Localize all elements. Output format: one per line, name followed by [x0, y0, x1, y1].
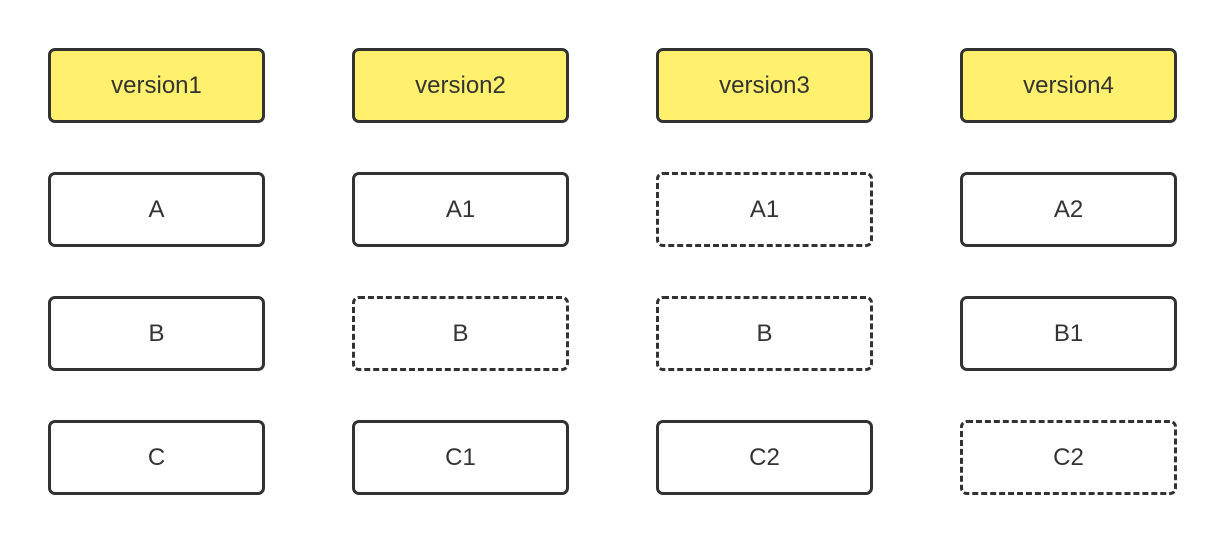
version-header-box: version4 [960, 48, 1177, 123]
component-box-unchanged: B [352, 296, 569, 371]
version-header-box: version1 [48, 48, 265, 123]
component-box-unchanged: A1 [656, 172, 873, 247]
component-box: B [48, 296, 265, 371]
component-box-unchanged: C2 [960, 420, 1177, 495]
version-header-box: version2 [352, 48, 569, 123]
component-box: C [48, 420, 265, 495]
component-box: A [48, 172, 265, 247]
component-box: C1 [352, 420, 569, 495]
component-box: A1 [352, 172, 569, 247]
component-box-unchanged: B [656, 296, 873, 371]
version-header-box: version3 [656, 48, 873, 123]
component-box: B1 [960, 296, 1177, 371]
component-box: C2 [656, 420, 873, 495]
component-box: A2 [960, 172, 1177, 247]
